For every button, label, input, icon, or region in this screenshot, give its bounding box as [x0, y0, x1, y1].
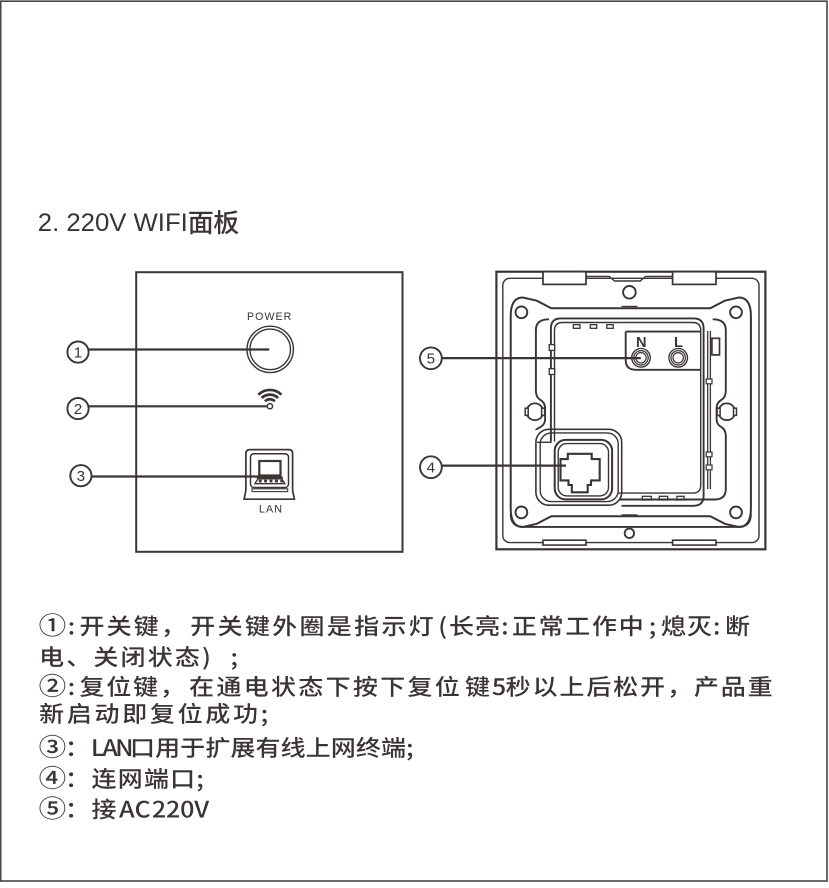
svg-text:L: L: [674, 335, 683, 351]
svg-text:3: 3: [77, 468, 85, 485]
svg-text:2: 2: [74, 401, 82, 418]
svg-text:2. 220V WIFI: 2. 220V WIFI: [38, 210, 188, 237]
svg-text:N: N: [636, 335, 647, 351]
svg-text:POWER: POWER: [247, 311, 292, 323]
svg-text:5: 5: [427, 351, 435, 368]
svg-text:4: 4: [427, 460, 435, 477]
svg-text:LAN: LAN: [259, 504, 283, 516]
svg-text:1: 1: [74, 345, 82, 362]
